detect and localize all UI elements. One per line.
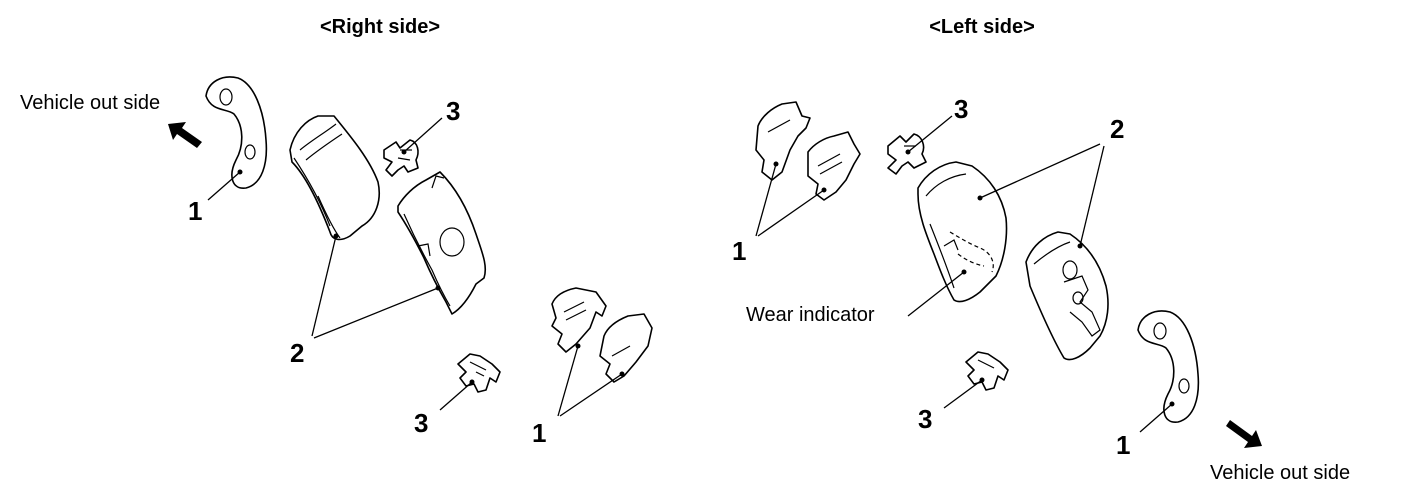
- callout-clip-lower-left: 3: [918, 404, 932, 434]
- callout-shim-outer-right: 1: [188, 196, 202, 226]
- callout-shim-inner-left: 1: [732, 236, 746, 266]
- right-side-group: <Right side> Vehicle out side: [20, 16, 653, 448]
- callout-pad-left: 2: [1110, 114, 1124, 144]
- pad-inner-right: [397, 171, 487, 315]
- callout-shim-inner-right: 1: [532, 418, 546, 448]
- pad-inner-left: [917, 161, 1008, 303]
- right-side-heading: <Right side>: [320, 16, 440, 38]
- direction-arrow-icon-right: [168, 122, 202, 148]
- shim-inner-a-left: [755, 101, 811, 181]
- left-side-group: <Left side>: [732, 16, 1350, 484]
- callout-shim-outer-left: 1: [1116, 430, 1130, 460]
- pad-outer-right: [289, 115, 380, 241]
- vehicle-out-side-label-right: Vehicle out side: [20, 92, 160, 114]
- clip-lower-left: [965, 351, 1009, 391]
- callout-clip-upper-right: 3: [446, 96, 460, 126]
- shim-inner-b-right: [599, 313, 653, 383]
- vehicle-out-side-label-left: Vehicle out side: [1210, 462, 1350, 484]
- callout-pad-right: 2: [290, 338, 304, 368]
- callout-clip-upper-left: 3: [954, 94, 968, 124]
- clip-upper-right: [383, 139, 419, 177]
- callout-clip-lower-right: 3: [414, 408, 428, 438]
- wear-indicator-label: Wear indicator: [746, 304, 875, 326]
- shim-outer-right: [205, 76, 268, 189]
- direction-arrow-icon-left: [1226, 420, 1262, 448]
- shim-inner-a-right: [551, 287, 607, 353]
- clip-lower-right: [457, 353, 501, 393]
- left-side-heading: <Left side>: [929, 16, 1035, 38]
- pad-outer-left: [1025, 231, 1109, 361]
- shim-outer-left: [1137, 310, 1200, 423]
- shim-inner-b-left: [807, 131, 861, 201]
